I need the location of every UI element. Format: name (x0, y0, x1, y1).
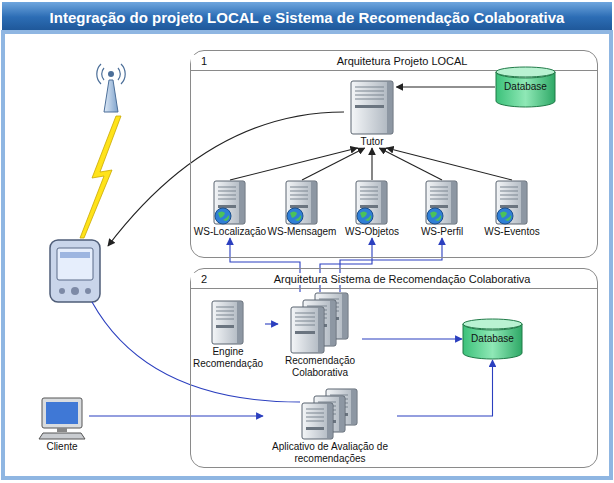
node-label: WS-Eventos (484, 226, 540, 238)
engine-server: Engine Recomendação (191, 300, 265, 370)
architecture-region: 2 Arquitetura Sistema de Recomendação Col… (190, 268, 598, 468)
page-frame (3, 32, 611, 478)
cluster-icon (301, 388, 359, 440)
node-label: Engine Recomendação (193, 346, 263, 370)
server-icon (355, 180, 389, 225)
node-label: Recomendação Colaborativa (280, 355, 360, 379)
callout-number: 2 (191, 273, 207, 285)
node-label: Cliente (37, 441, 87, 453)
server-icon (495, 180, 529, 225)
node-label: WS-Localização (194, 226, 266, 238)
connector-arrow (302, 148, 365, 180)
web-service-server: WS-Eventos (482, 180, 542, 238)
server-icon (213, 180, 247, 225)
region-title: Arquitetura Projeto LOCAL (333, 55, 472, 67)
title-banner (2, 2, 612, 32)
title-bar: Integração do projeto LOCAL e Sistema de… (2, 2, 612, 32)
node-label: Aplicativo de Avaliação de recomendações (265, 441, 395, 465)
server-cluster: Recomendação Colaborativa (278, 292, 362, 379)
connector-arrow (397, 360, 493, 416)
server-icon (285, 180, 319, 225)
web-service-server: WS-Objetos (343, 180, 401, 238)
connector-arrow (387, 148, 512, 180)
node-label: Tutor (350, 136, 395, 148)
server-icon (350, 80, 395, 135)
connector-arrow (362, 338, 462, 339)
node-label: WS-Perfil (421, 226, 463, 238)
database-label: Database (495, 66, 556, 102)
web-service-server: WS-Mensagem (266, 180, 339, 238)
connector-arrow (379, 148, 442, 180)
node-label: WS-Objetos (345, 226, 399, 238)
architecture-region: 1 Arquitetura Projeto LOCAL Tutor DatabaseW… (190, 50, 598, 258)
server-cluster: Aplicativo de Avaliação de recomendações (263, 388, 397, 465)
client-computer: Cliente (35, 396, 89, 453)
pc-icon (37, 396, 87, 440)
tutor-server: Tutor (348, 80, 397, 148)
pda-to-app-line (92, 302, 300, 402)
server-icon (425, 180, 459, 225)
server-icon (211, 300, 245, 345)
connector-arrow (265, 323, 278, 324)
diagram-title: Integração do projeto LOCAL e Sistema de… (50, 9, 565, 26)
wireless-bolt (80, 116, 121, 238)
region-title: Arquitetura Sistema de Recomendação Cola… (270, 273, 535, 285)
database-cylinder: Database (495, 66, 556, 108)
region-header: 2 Arquitetura Sistema de Recomendação Col… (191, 269, 597, 289)
cluster-icon (290, 292, 350, 354)
connector-arrow (89, 415, 263, 416)
connector-arrow (230, 148, 357, 180)
database-label: Database (462, 318, 523, 354)
callout-number: 1 (191, 55, 207, 67)
database-cylinder: Database (462, 318, 523, 360)
web-service-server: WS-Localização (192, 180, 268, 238)
connector-arrow (371, 148, 372, 180)
pda-illustration (50, 240, 100, 302)
tutor-to-pda-line (108, 112, 344, 246)
web-service-server: WS-Perfil (419, 180, 465, 238)
connector-arrow (397, 86, 496, 87)
node-label: WS-Mensagem (268, 226, 337, 238)
antenna-illustration (97, 64, 125, 112)
